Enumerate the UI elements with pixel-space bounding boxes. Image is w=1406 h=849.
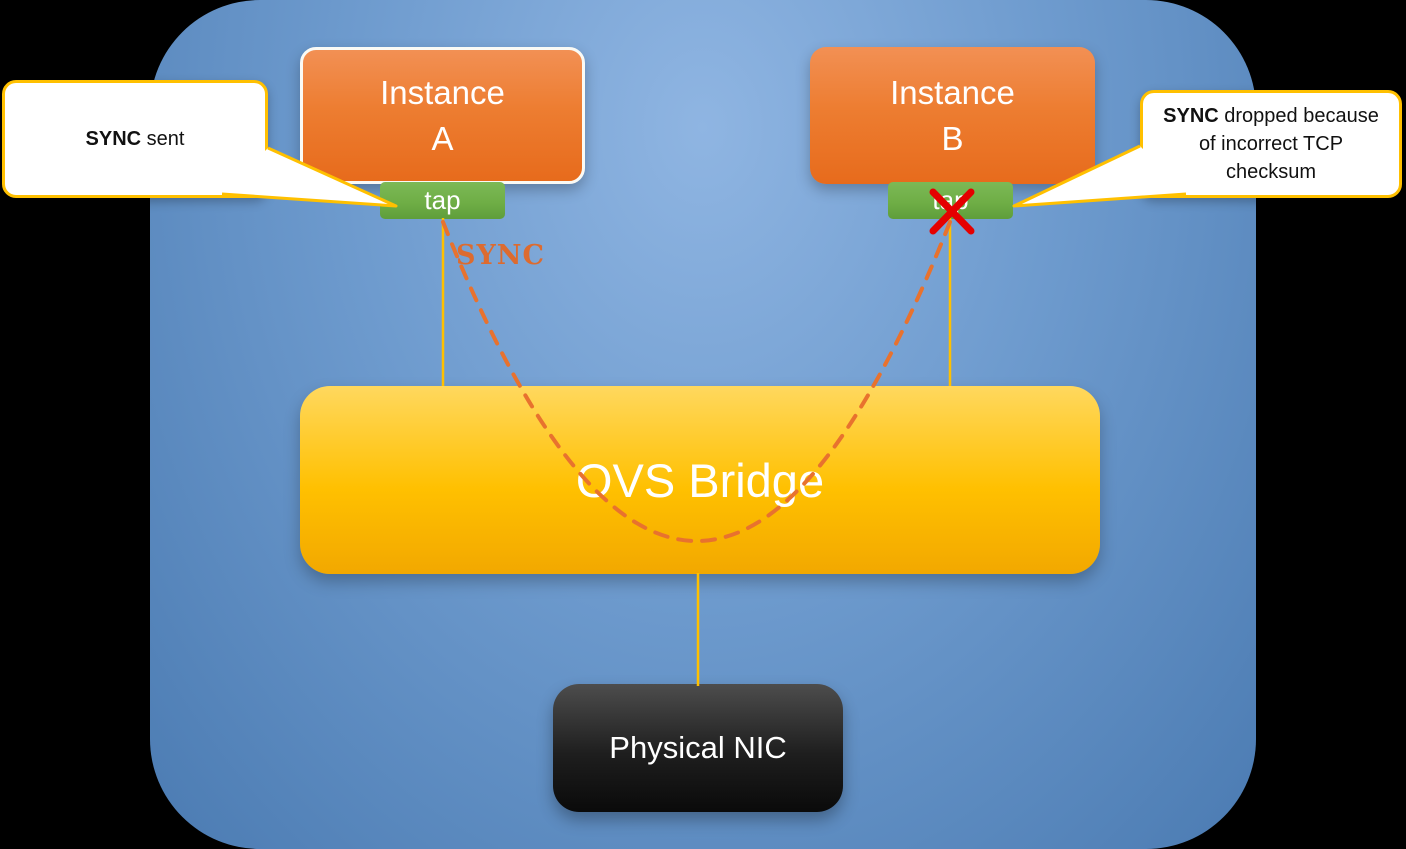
sync-sent-bold: SYNC [85,128,142,150]
instance-a-letter: A [431,119,454,157]
ovs-bridge-label: OVS Bridge [575,453,825,507]
tap-b-box: tap [888,182,1013,219]
tap-b-label: tap [932,185,969,215]
sync-sent-rest: sent [141,128,185,150]
instance-a-box: Instance A [300,47,585,184]
instance-a-name: Instance [380,73,505,111]
sync-sent-callout-text: SYNC sent [86,125,185,153]
tap-a-box: tap [380,182,505,219]
physical-nic-box: Physical NIC [553,684,843,812]
instance-b-name: Instance [890,73,1015,111]
instance-b-box: Instance B [810,47,1095,184]
sync-dropped-rest: dropped because of incorrect TCP checksu… [1198,105,1379,183]
instance-b-letter: B [941,119,964,157]
physical-nic-label: Physical NIC [609,730,787,765]
sync-dropped-bold: SYNC [1163,105,1219,127]
instance-a-label: Instance A [380,70,505,161]
instance-b-label: Instance B [890,70,1015,161]
ovs-bridge-box: OVS Bridge [300,386,1100,574]
sync-dropped-callout: SYNC dropped because of incorrect TCP ch… [1140,90,1402,198]
sync-dropped-callout-text: SYNC dropped because of incorrect TCP ch… [1159,102,1383,186]
tap-a-label: tap [424,185,461,215]
sync-packet-label: SYNC [456,240,545,271]
sync-sent-callout: SYNC sent [2,80,268,198]
